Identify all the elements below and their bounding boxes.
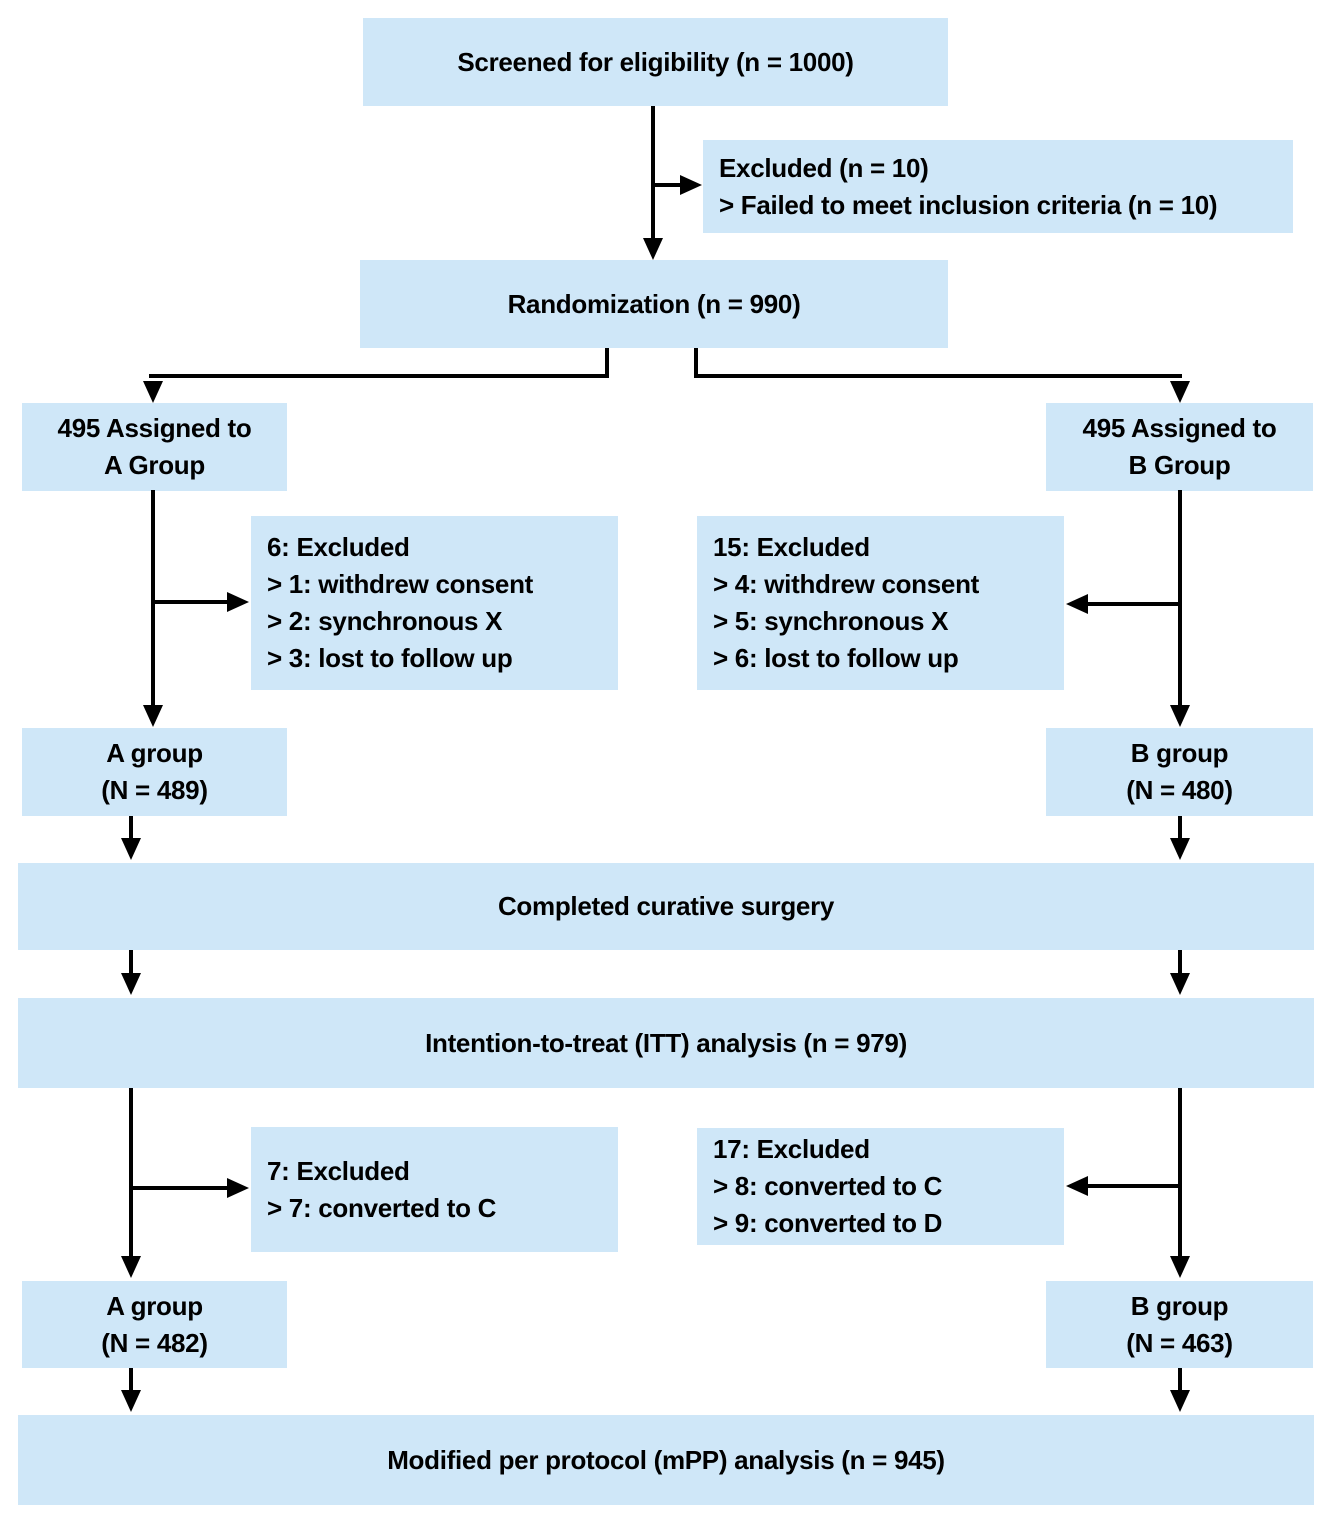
connector-group-b-463-to-mpp	[1178, 1368, 1182, 1390]
box-group-a-482-label: A group (N = 482)	[101, 1290, 208, 1358]
box-group-b-463-label: B group (N = 463)	[1126, 1290, 1233, 1358]
box-excluded-b1: 15: Excluded > 4: withdrew consent > 5: …	[697, 516, 1064, 690]
box-excluded-b2-label: 17: Excluded > 8: converted to C > 9: co…	[713, 1134, 943, 1238]
box-assigned-a: 495 Assigned to A Group	[22, 403, 287, 491]
box-excluded-a1: 6: Excluded > 1: withdrew consent > 2: s…	[251, 516, 618, 690]
arrow-down-icon	[1170, 1390, 1190, 1412]
connector-to-excluded-a2	[129, 1186, 227, 1190]
connector-to-excluded-top	[651, 183, 682, 187]
arrow-down-icon	[121, 973, 141, 995]
connector-to-excluded-b1	[1087, 602, 1182, 606]
box-excluded-b1-label: 15: Excluded > 4: withdrew consent > 5: …	[713, 532, 980, 673]
box-group-b-480: B group (N = 480)	[1046, 728, 1313, 816]
box-screened-label: Screened for eligibility (n = 1000)	[457, 46, 854, 77]
connector-group-a-to-surgery	[129, 816, 133, 838]
connector-assigned-a-to-group-a	[151, 490, 155, 705]
connector-group-a-482-to-mpp	[129, 1368, 133, 1390]
connector-branch-left	[149, 374, 609, 378]
arrow-down-icon	[121, 1390, 141, 1412]
box-assigned-a-label: 495 Assigned to A Group	[57, 413, 252, 480]
arrow-down-icon	[143, 705, 163, 727]
box-mpp: Modified per protocol (mPP) analysis (n …	[18, 1415, 1314, 1505]
box-assigned-b: 495 Assigned to B Group	[1046, 403, 1313, 491]
arrow-down-icon	[1170, 973, 1190, 995]
arrow-down-icon	[143, 381, 163, 403]
arrow-down-icon	[121, 1256, 141, 1278]
box-group-b-463: B group (N = 463)	[1046, 1281, 1313, 1368]
box-itt-label: Intention-to-treat (ITT) analysis (n = 9…	[425, 1027, 907, 1058]
arrow-left-icon	[1066, 1176, 1088, 1196]
box-itt: Intention-to-treat (ITT) analysis (n = 9…	[18, 998, 1314, 1088]
box-group-a-489-label: A group (N = 489)	[101, 738, 208, 805]
box-excluded-a2-label: 7: Excluded > 7: converted to C	[267, 1155, 497, 1223]
connector-randomization-stub-left	[605, 348, 609, 378]
box-excluded-a1-label: 6: Excluded > 1: withdrew consent > 2: s…	[267, 532, 534, 673]
connector-itt-to-group-a-482	[129, 1088, 133, 1256]
box-screened: Screened for eligibility (n = 1000)	[363, 18, 948, 106]
box-excluded-b2: 17: Excluded > 8: converted to C > 9: co…	[697, 1128, 1064, 1245]
box-group-a-489: A group (N = 489)	[22, 728, 287, 816]
box-assigned-b-label: 495 Assigned to B Group	[1082, 413, 1277, 480]
connector-itt-to-group-b-463	[1178, 1088, 1182, 1256]
arrow-down-icon	[643, 238, 663, 260]
box-randomization: Randomization (n = 990)	[360, 260, 948, 348]
arrow-down-icon	[121, 838, 141, 860]
connector-to-excluded-b2	[1087, 1184, 1182, 1188]
arrow-right-icon	[680, 175, 702, 195]
box-excluded-a2: 7: Excluded > 7: converted to C	[251, 1127, 618, 1252]
connector-surgery-to-itt-right	[1178, 950, 1182, 973]
box-randomization-label: Randomization (n = 990)	[507, 288, 801, 319]
connector-assigned-b-to-group-b	[1178, 490, 1182, 705]
connector-group-b-to-surgery	[1178, 816, 1182, 838]
arrow-down-icon	[1170, 705, 1190, 727]
box-excluded-top: Excluded (n = 10) > Failed to meet inclu…	[703, 140, 1293, 233]
arrow-right-icon	[227, 592, 249, 612]
connector-to-excluded-a1	[151, 600, 229, 604]
box-group-a-482: A group (N = 482)	[22, 1281, 287, 1368]
box-surgery: Completed curative surgery	[18, 863, 1314, 950]
arrow-right-icon	[227, 1178, 249, 1198]
connector-surgery-to-itt-left	[129, 950, 133, 973]
connector-randomization-stub-right	[694, 348, 698, 378]
connector-branch-right	[694, 374, 1182, 378]
box-mpp-label: Modified per protocol (mPP) analysis (n …	[387, 1444, 945, 1475]
connector-screened-to-randomization	[651, 106, 655, 240]
arrow-down-icon	[1170, 381, 1190, 403]
arrow-down-icon	[1170, 838, 1190, 860]
box-group-b-480-label: B group (N = 480)	[1126, 738, 1233, 805]
box-surgery-label: Completed curative surgery	[497, 891, 835, 921]
arrow-left-icon	[1066, 594, 1088, 614]
arrow-down-icon	[1170, 1256, 1190, 1278]
box-excluded-top-label: Excluded (n = 10) > Failed to meet inclu…	[719, 152, 1218, 220]
